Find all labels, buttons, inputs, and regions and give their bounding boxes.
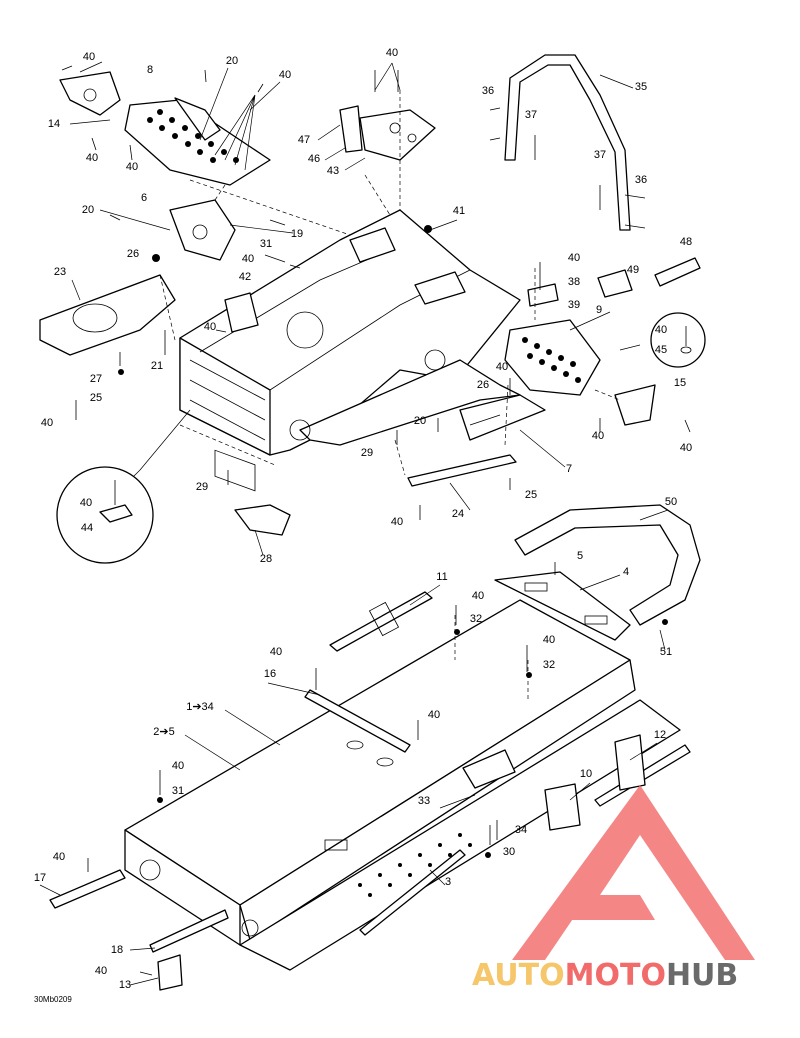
callout-c40n: 40 — [80, 497, 92, 509]
callout-c20c: 20 — [414, 415, 426, 427]
callout-c36a: 36 — [482, 85, 494, 97]
detail-circle-45 — [650, 312, 706, 368]
loop-handle-35 — [504, 54, 631, 231]
bumper-50 — [514, 504, 701, 626]
watermark-moto: MOTO — [565, 958, 666, 993]
callout-c10: 10 — [580, 768, 592, 780]
callout-c7: 7 — [566, 463, 572, 475]
callout-c40i: 40 — [41, 417, 53, 429]
callout-c40r: 40 — [270, 646, 282, 658]
callout-c11: 11 — [436, 571, 447, 583]
callout-c36b: 36 — [635, 174, 647, 186]
callout-c49: 49 — [627, 264, 639, 276]
callout-c26a: 26 — [127, 248, 139, 260]
callout-c34: 34 — [515, 824, 527, 836]
callout-c23: 23 — [54, 266, 66, 278]
callout-c19: 19 — [291, 228, 303, 240]
callout-c40o: 40 — [391, 516, 403, 528]
callout-c15: 15 — [674, 377, 686, 389]
callout-c40v: 40 — [95, 965, 107, 977]
callout-c47: 47 — [298, 134, 310, 146]
callout-c37a: 37 — [525, 109, 537, 121]
fasteners — [61, 65, 691, 976]
automotohub-logo-icon — [512, 785, 755, 960]
callout-c24: 24 — [452, 508, 464, 520]
callout-c29b: 29 — [196, 481, 208, 493]
callout-c29a: 29 — [361, 447, 373, 459]
callout-c25b: 25 — [525, 489, 537, 501]
callout-c40g: 40 — [568, 252, 580, 264]
watermark-logo: AUTOMOTOHUB — [472, 785, 755, 993]
upper-frame-assembly — [39, 71, 701, 536]
callout-c51: 51 — [660, 646, 672, 658]
callout-c40m: 40 — [680, 442, 692, 454]
callout-c1to34: 1➔34 — [186, 701, 214, 713]
callout-c46: 46 — [308, 153, 320, 165]
callout-c45: 45 — [655, 344, 667, 356]
callout-c20b: 20 — [82, 204, 94, 216]
callout-c42: 42 — [239, 271, 251, 283]
callout-c16: 16 — [264, 668, 276, 680]
callout-c40f: 40 — [242, 253, 254, 265]
callout-labels: 4082040144040404746433536373736206194131… — [34, 47, 692, 991]
callout-c35: 35 — [635, 81, 647, 93]
callout-c40k: 40 — [496, 361, 508, 373]
diagram-code: 30Mb0209 — [34, 995, 72, 1004]
callout-c44: 44 — [81, 522, 93, 534]
callout-c13: 13 — [119, 979, 131, 991]
callout-c9: 9 — [596, 304, 602, 316]
callout-c40c: 40 — [86, 152, 98, 164]
callout-c40t: 40 — [172, 760, 184, 772]
callout-c18: 18 — [111, 944, 123, 956]
callout-c21: 21 — [151, 360, 163, 372]
callout-c40u: 40 — [53, 851, 65, 863]
callout-c43: 43 — [327, 165, 339, 177]
callout-c32b: 32 — [543, 659, 555, 671]
callout-c31b: 31 — [172, 785, 184, 797]
detail-circle-44 — [56, 466, 154, 564]
callout-c30: 30 — [503, 846, 515, 858]
callout-c40b: 40 — [279, 69, 291, 81]
callout-c48: 48 — [680, 236, 692, 248]
callout-c40d: 40 — [126, 161, 138, 173]
callout-c17: 17 — [34, 872, 46, 884]
svg-text:AUTOMOTOHUB: AUTOMOTOHUB — [472, 958, 738, 993]
callout-c40p: 40 — [472, 590, 484, 602]
callout-c12: 12 — [654, 729, 666, 741]
leader-lines — [39, 61, 669, 986]
callout-c38: 38 — [568, 276, 580, 288]
callout-c33: 33 — [418, 795, 430, 807]
plate-4 — [494, 571, 631, 641]
tunnel-assembly — [49, 599, 691, 991]
callout-c5: 5 — [577, 550, 583, 562]
rail-11 — [329, 591, 433, 652]
callout-c26b: 26 — [477, 379, 489, 391]
callout-c40j: 40 — [655, 324, 667, 336]
callout-c31a: 31 — [260, 238, 272, 250]
watermark-auto: AUTO — [472, 958, 565, 993]
callout-c14: 14 — [48, 118, 60, 130]
watermark-hub: HUB — [666, 958, 738, 993]
callout-c4: 4 — [623, 566, 629, 578]
callout-c6: 6 — [141, 192, 147, 204]
callout-c20a: 20 — [226, 55, 238, 67]
callout-c40s: 40 — [428, 709, 440, 721]
callout-c3: 3 — [445, 876, 451, 888]
callout-c32a: 32 — [470, 613, 482, 625]
callout-c40e: 40 — [386, 47, 398, 59]
callout-c25a: 25 — [90, 392, 102, 404]
callout-c40h: 40 — [204, 321, 216, 333]
callout-c41: 41 — [453, 205, 465, 217]
callout-c8: 8 — [147, 64, 153, 76]
callout-c40a: 40 — [83, 51, 95, 63]
callout-c39: 39 — [568, 299, 580, 311]
callout-c40q: 40 — [543, 634, 555, 646]
callout-c37b: 37 — [594, 149, 606, 161]
callout-c27: 27 — [90, 373, 102, 385]
callout-c50: 50 — [665, 496, 677, 508]
callout-c28: 28 — [260, 553, 272, 565]
callout-c2to5: 2➔5 — [153, 726, 174, 738]
callout-c40l: 40 — [592, 430, 604, 442]
